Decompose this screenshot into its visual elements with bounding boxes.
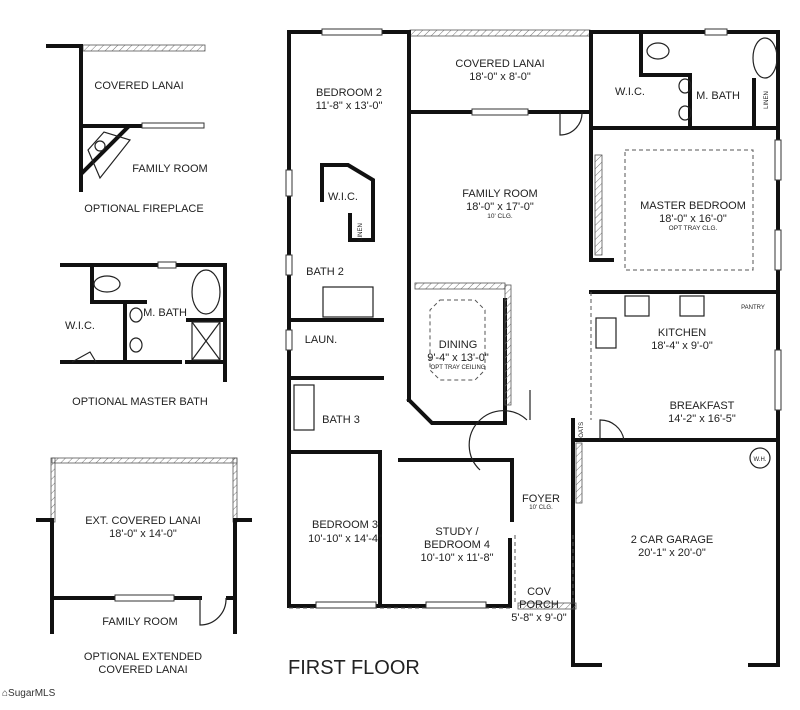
garage-size: 20'-1" x 20'-0"	[638, 547, 706, 559]
optional-master-bath-diagram	[60, 261, 227, 382]
ext-lanai-label: EXT. COVERED LANAI	[85, 515, 201, 527]
master-bedroom-note: OPT TRAY CLG.	[669, 225, 718, 232]
optional-ext-lanai-diagram	[36, 457, 252, 634]
covered-lanai-size: 18'-0" x 8'-0"	[469, 71, 531, 83]
study-size: 10'-10" x 11'-8"	[421, 552, 494, 564]
study-label-1: STUDY /	[435, 526, 479, 538]
foyer-label: FOYER	[522, 493, 560, 505]
opt-fireplace-lanai-label: COVERED LANAI	[94, 80, 183, 92]
family-room-note: 10' CLG.	[487, 213, 513, 220]
dining-note: OPT TRAY CEILING	[431, 365, 486, 371]
bed2-linen-label: LINEN	[358, 223, 364, 241]
study-label-2: BEDROOM 4	[424, 539, 490, 551]
ext-lanai-family-label: FAMILY ROOM	[102, 616, 177, 628]
ext-lanai-title-2: COVERED LANAI	[98, 664, 187, 676]
water-heater-label: W.H.	[754, 457, 767, 463]
master-bath-label: M. BATH	[696, 90, 740, 102]
breakfast-label: BREAKFAST	[670, 400, 735, 412]
covered-lanai-label: COVERED LANAI	[455, 58, 544, 70]
bath2-label: BATH 2	[306, 266, 344, 278]
family-room-label: FAMILY ROOM	[462, 188, 537, 200]
opt-fireplace-family-label: FAMILY ROOM	[132, 163, 207, 175]
master-wic-label: W.I.C.	[615, 86, 645, 98]
cov-porch-label-1: COV	[527, 586, 552, 598]
logo-text: SugarMLS	[8, 688, 56, 699]
cov-porch-size: 5'-8" x 9'-0"	[511, 612, 567, 624]
kitchen-size: 18'-4" x 9'-0"	[651, 340, 713, 352]
dining-size: 9'-4" x 13'-0"	[427, 352, 489, 364]
ext-lanai-title-1: OPTIONAL EXTENDED	[84, 651, 202, 663]
opt-fireplace-title: OPTIONAL FIREPLACE	[84, 203, 203, 215]
bedroom3-size: 10'-10" x 14'-4"	[308, 533, 382, 545]
master-bedroom-size: 18'-0" x 16'-0"	[659, 213, 727, 225]
master-bedroom-label: MASTER BEDROOM	[640, 200, 746, 212]
dining-label: DINING	[439, 339, 478, 351]
bath3-label: BATH 3	[322, 414, 360, 426]
cov-porch-label-2: PORCH	[519, 599, 559, 611]
laundry-label: LAUN.	[305, 334, 337, 346]
ext-lanai-size: 18'-0" x 14'-0"	[109, 528, 177, 540]
bedroom2-label: BEDROOM 2	[316, 87, 382, 99]
family-room-size: 18'-0" x 17'-0"	[466, 201, 534, 213]
opt-wic-label: W.I.C.	[65, 320, 95, 332]
coats-label: COATS	[579, 422, 585, 442]
opt-master-bath-title: OPTIONAL MASTER BATH	[72, 396, 208, 408]
garage-label: 2 CAR GARAGE	[631, 534, 714, 546]
foyer-note: 10' CLG.	[529, 505, 553, 511]
breakfast-size: 14'-2" x 16'-5"	[668, 413, 736, 425]
logo-house-icon: ⌂	[2, 688, 9, 699]
opt-bath-label: M. BATH	[143, 307, 187, 319]
bedroom2-size: 11'-8" x 13'-0"	[316, 100, 383, 112]
bedroom3-label: BEDROOM 3	[312, 519, 378, 531]
master-linen-label: LINEN	[764, 91, 770, 109]
optional-fireplace-diagram	[46, 44, 206, 192]
floor-title: FIRST FLOOR	[288, 657, 420, 679]
bed2-wic-label: W.I.C.	[328, 191, 358, 203]
sugarmls-logo: ⌂SugarMLS	[2, 688, 55, 699]
kitchen-label: KITCHEN	[658, 327, 706, 339]
pantry-label: PANTRY	[741, 305, 765, 311]
main-floor-plan	[285, 28, 782, 667]
